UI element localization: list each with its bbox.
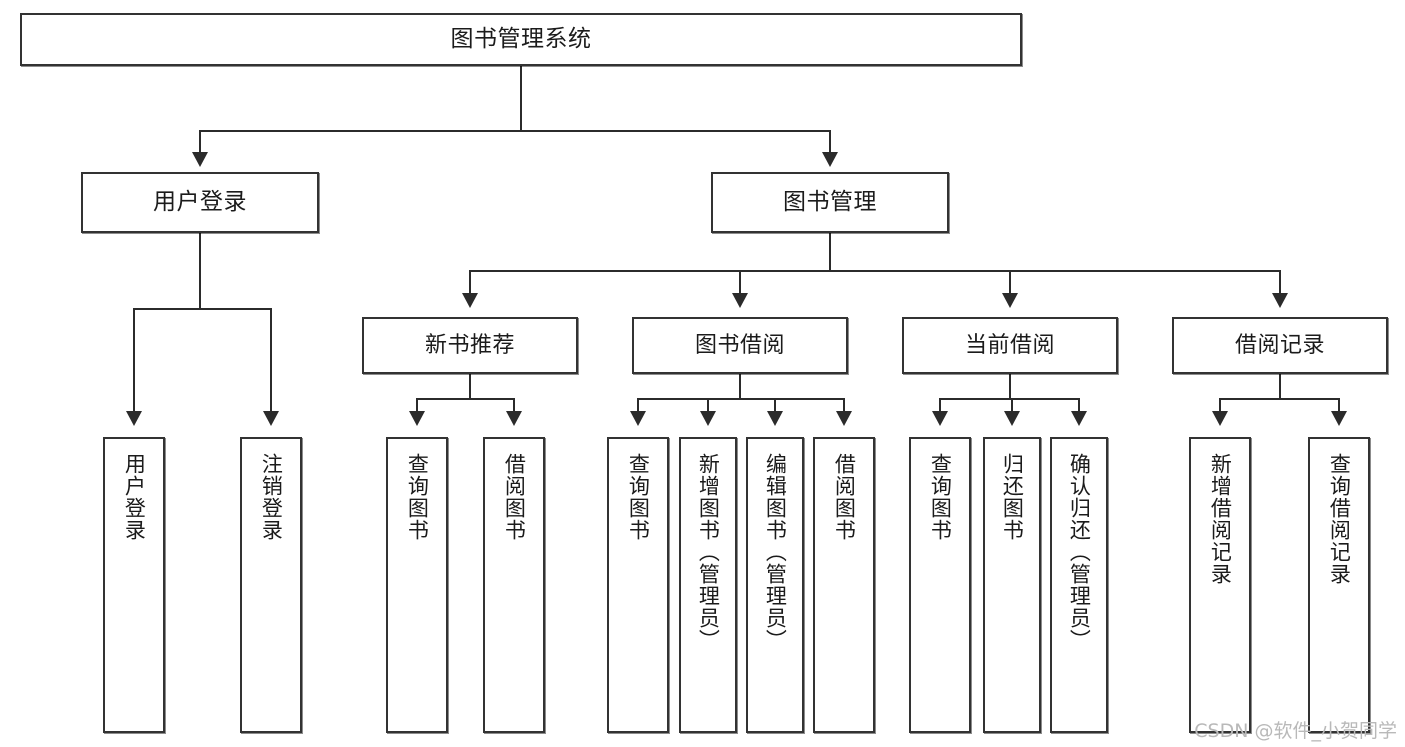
- node-leaf-edit-book-admin-label: 编辑图书（管理员）: [763, 453, 788, 651]
- edge-new-book-recommend-stem: [469, 374, 471, 399]
- edge-bm-to-borrow-record: [1279, 270, 1281, 295]
- edge-book-borrow-stem: [739, 374, 741, 399]
- arrowhead-book-management: [822, 152, 838, 167]
- node-current-borrow-label: 当前借阅: [964, 332, 1055, 358]
- node-new-book-recommend[interactable]: 新书推荐: [362, 317, 578, 374]
- node-current-borrow[interactable]: 当前借阅: [902, 317, 1118, 374]
- edge-book-borrow-bus: [637, 398, 844, 400]
- node-leaf-query-book-1-label: 查询图书: [405, 453, 430, 541]
- edge-bb-to-query-book: [637, 398, 639, 413]
- arrowhead-leaf-user-login: [126, 411, 142, 426]
- arrowhead-leaf-query-book-2: [630, 411, 646, 426]
- edge-new-book-recommend-bus: [416, 398, 514, 400]
- node-book-management-label: 图书管理: [783, 189, 877, 216]
- node-leaf-query-book-2[interactable]: 查询图书: [607, 437, 669, 733]
- node-leaf-borrow-book-1[interactable]: 借阅图书: [483, 437, 545, 733]
- node-leaf-borrow-book-2-label: 借阅图书: [832, 453, 857, 541]
- node-leaf-add-book-admin-label: 新增图书（管理员）: [696, 453, 721, 651]
- arrowhead-user-login: [192, 152, 208, 167]
- node-leaf-confirm-return-admin-label: 确认归还（管理员）: [1067, 453, 1092, 651]
- edge-bm-to-current-borrow: [1009, 270, 1011, 295]
- node-leaf-edit-book-admin[interactable]: 编辑图书（管理员）: [746, 437, 804, 733]
- node-leaf-user-login-label: 用户登录: [122, 453, 147, 541]
- edge-cb-to-query-book: [939, 398, 941, 413]
- node-leaf-add-book-admin[interactable]: 新增图书（管理员）: [679, 437, 737, 733]
- node-leaf-user-login[interactable]: 用户登录: [103, 437, 165, 733]
- arrowhead-borrow-record: [1272, 293, 1288, 308]
- arrowhead-leaf-query-book-3: [932, 411, 948, 426]
- node-leaf-confirm-return-admin[interactable]: 确认归还（管理员）: [1050, 437, 1108, 733]
- arrowhead-leaf-return-book: [1004, 411, 1020, 426]
- edge-book-management-bus: [469, 270, 1280, 272]
- edge-root-to-user-login: [199, 130, 201, 155]
- node-root[interactable]: 图书管理系统: [20, 13, 1022, 66]
- node-user-login[interactable]: 用户登录: [81, 172, 319, 233]
- edge-br-to-add-record: [1219, 398, 1221, 413]
- node-leaf-query-borrow-record[interactable]: 查询借阅记录: [1308, 437, 1370, 733]
- node-borrow-record[interactable]: 借阅记录: [1172, 317, 1388, 374]
- arrowhead-leaf-logout-login: [263, 411, 279, 426]
- edge-nbr-to-query-book: [416, 398, 418, 413]
- edge-bb-to-add-book: [707, 398, 709, 413]
- node-book-borrow-label: 图书借阅: [694, 332, 785, 358]
- arrowhead-leaf-borrow-book-1: [506, 411, 522, 426]
- arrowhead-book-borrow: [732, 293, 748, 308]
- node-leaf-query-book-3-label: 查询图书: [928, 453, 953, 541]
- edge-bb-to-edit-book: [774, 398, 776, 413]
- edge-nbr-to-borrow-book: [513, 398, 515, 413]
- edge-br-to-query-record: [1338, 398, 1340, 413]
- arrowhead-leaf-query-borrow-record: [1331, 411, 1347, 426]
- node-leaf-borrow-book-2[interactable]: 借阅图书: [813, 437, 875, 733]
- node-book-management[interactable]: 图书管理: [711, 172, 949, 233]
- edge-root-stem: [520, 66, 522, 131]
- node-leaf-add-borrow-record[interactable]: 新增借阅记录: [1189, 437, 1251, 733]
- node-new-book-recommend-label: 新书推荐: [424, 332, 515, 358]
- node-leaf-query-book-3[interactable]: 查询图书: [909, 437, 971, 733]
- edge-current-borrow-bus: [939, 398, 1080, 400]
- arrowhead-current-borrow: [1002, 293, 1018, 308]
- edge-bm-to-new-book-recommend: [469, 270, 471, 295]
- arrowhead-leaf-add-book-admin: [700, 411, 716, 426]
- edge-borrow-record-stem: [1279, 374, 1281, 399]
- edge-user-login-to-leaf-2: [270, 308, 272, 413]
- node-leaf-borrow-book-1-label: 借阅图书: [502, 453, 527, 541]
- edge-root-to-book-management: [829, 130, 831, 155]
- node-root-label: 图书管理系统: [450, 26, 592, 53]
- node-leaf-logout-login[interactable]: 注销登录: [240, 437, 302, 733]
- edge-user-login-bus: [133, 308, 271, 310]
- arrowhead-leaf-query-book-1: [409, 411, 425, 426]
- node-leaf-logout-login-label: 注销登录: [259, 453, 284, 541]
- arrowhead-new-book-recommend: [462, 293, 478, 308]
- edge-cb-to-return-book: [1011, 398, 1013, 413]
- edge-user-login-stem: [199, 233, 201, 309]
- edge-book-management-stem: [829, 233, 831, 271]
- arrowhead-leaf-add-borrow-record: [1212, 411, 1228, 426]
- node-leaf-query-borrow-record-label: 查询借阅记录: [1327, 453, 1352, 585]
- node-book-borrow[interactable]: 图书借阅: [632, 317, 848, 374]
- arrowhead-leaf-borrow-book-2: [836, 411, 852, 426]
- edge-current-borrow-stem: [1009, 374, 1011, 399]
- node-leaf-return-book[interactable]: 归还图书: [983, 437, 1041, 733]
- node-leaf-query-book-1[interactable]: 查询图书: [386, 437, 448, 733]
- arrowhead-leaf-confirm-return-admin: [1071, 411, 1087, 426]
- node-user-login-label: 用户登录: [153, 189, 247, 216]
- node-leaf-add-borrow-record-label: 新增借阅记录: [1208, 453, 1233, 585]
- edge-borrow-record-bus: [1219, 398, 1339, 400]
- node-borrow-record-label: 借阅记录: [1234, 332, 1325, 358]
- edge-bb-to-borrow-book: [843, 398, 845, 413]
- edge-bm-to-book-borrow: [739, 270, 741, 295]
- arrowhead-leaf-edit-book-admin: [767, 411, 783, 426]
- edge-root-bus: [199, 130, 831, 132]
- edge-user-login-to-leaf-1: [133, 308, 135, 413]
- edge-cb-to-confirm-return: [1078, 398, 1080, 413]
- node-leaf-query-book-2-label: 查询图书: [626, 453, 651, 541]
- node-leaf-return-book-label: 归还图书: [1000, 453, 1025, 541]
